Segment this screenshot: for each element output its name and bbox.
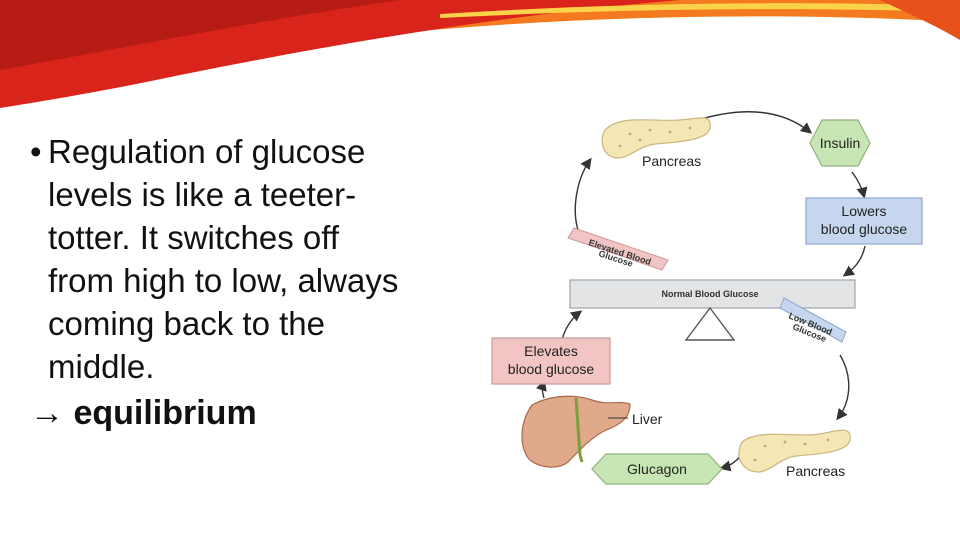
pancreas-top-label: Pancreas xyxy=(642,153,701,169)
glucose-regulation-diagram: Pancreas Insulin Lowers blood glucose El… xyxy=(491,111,923,485)
lowers-line-2: blood glucose xyxy=(821,221,908,237)
seesaw-fulcrum xyxy=(684,306,736,341)
arrow-low-to-pancreas xyxy=(836,354,850,421)
bullet-line-5: coming back to the xyxy=(48,305,325,342)
bullet-line-2: levels is like a teeter- xyxy=(48,176,357,213)
glucagon-hexagon xyxy=(591,453,723,485)
liver-organ xyxy=(521,395,631,468)
bullet-symbol: • xyxy=(30,133,42,170)
arrow-lowers-to-beam xyxy=(842,245,866,277)
pancreas-bottom-organ xyxy=(738,429,851,473)
liver-label: Liver xyxy=(632,411,663,427)
bullet-line-1: Regulation of glucose xyxy=(48,133,366,170)
arrow-elevates-to-beam xyxy=(561,310,583,341)
bullet-list: •Regulation of glucose levels is like a … xyxy=(30,130,490,436)
arrow-right-icon: → xyxy=(30,394,64,432)
bullet-line-6: middle. xyxy=(48,348,155,385)
banner-swoosh xyxy=(0,0,960,108)
low-bar xyxy=(779,297,847,343)
arrow-pancreas-to-insulin xyxy=(704,111,813,134)
elevates-blood-glucose-box xyxy=(491,337,611,385)
normal-beam xyxy=(569,279,856,309)
bullet-line-3: totter. It switches off xyxy=(48,219,340,256)
swoosh-dark-red xyxy=(0,0,400,70)
elevates-line-2: blood glucose xyxy=(508,361,595,377)
glucagon-label: Glucagon xyxy=(627,461,687,477)
bullet-item: •Regulation of glucose levels is like a … xyxy=(30,130,490,388)
lowers-blood-glucose-box xyxy=(805,197,923,245)
arrow-insulin-to-lowers xyxy=(851,171,868,199)
swoosh-highlight xyxy=(440,3,960,18)
conclusion-line: → equilibrium xyxy=(30,390,490,436)
lowers-line-1: Lowers xyxy=(841,203,886,219)
swoosh-right-tail xyxy=(880,0,960,40)
arrow-elevated-to-pancreas xyxy=(574,157,592,231)
elevates-line-1: Elevates xyxy=(524,343,578,359)
insulin-hexagon xyxy=(809,119,871,167)
pancreas-bottom-label: Pancreas xyxy=(786,463,845,479)
normal-label: Normal Blood Glucose xyxy=(661,289,758,299)
pancreas-top-organ xyxy=(601,117,711,159)
elevated-bar xyxy=(567,227,669,271)
insulin-label: Insulin xyxy=(820,135,860,151)
bullet-line-4: from high to low, always xyxy=(48,262,399,299)
conclusion-text: equilibrium xyxy=(73,394,257,432)
